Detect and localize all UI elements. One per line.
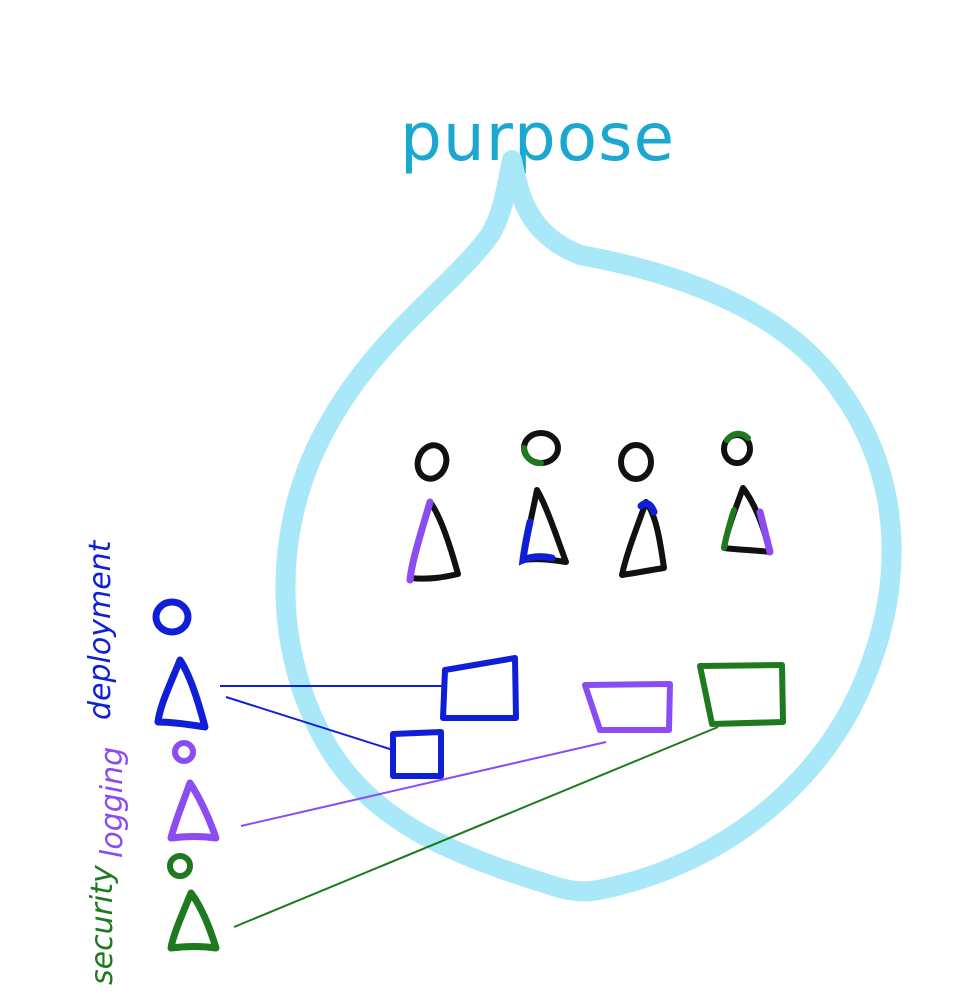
security-person [167,853,220,952]
deployment-box-small [390,729,444,779]
deployment-connector-2 [225,696,394,751]
logging-box [582,681,673,733]
deployment-box-large [440,655,519,721]
purpose-bubble [275,150,902,902]
logging-connector [240,741,607,827]
team-person-4 [721,430,774,556]
diagram-title: purpose [400,99,675,176]
logging-person [167,740,220,842]
team-person-2 [518,430,569,566]
team-person-3 [618,442,667,578]
logging-label: logging [95,747,130,858]
team-person-1 [406,442,461,584]
security-connector [233,726,719,928]
security-label: security [85,864,120,985]
deployment-person [152,598,209,731]
deployment-label: deployment [83,539,118,720]
security-box [697,662,786,727]
